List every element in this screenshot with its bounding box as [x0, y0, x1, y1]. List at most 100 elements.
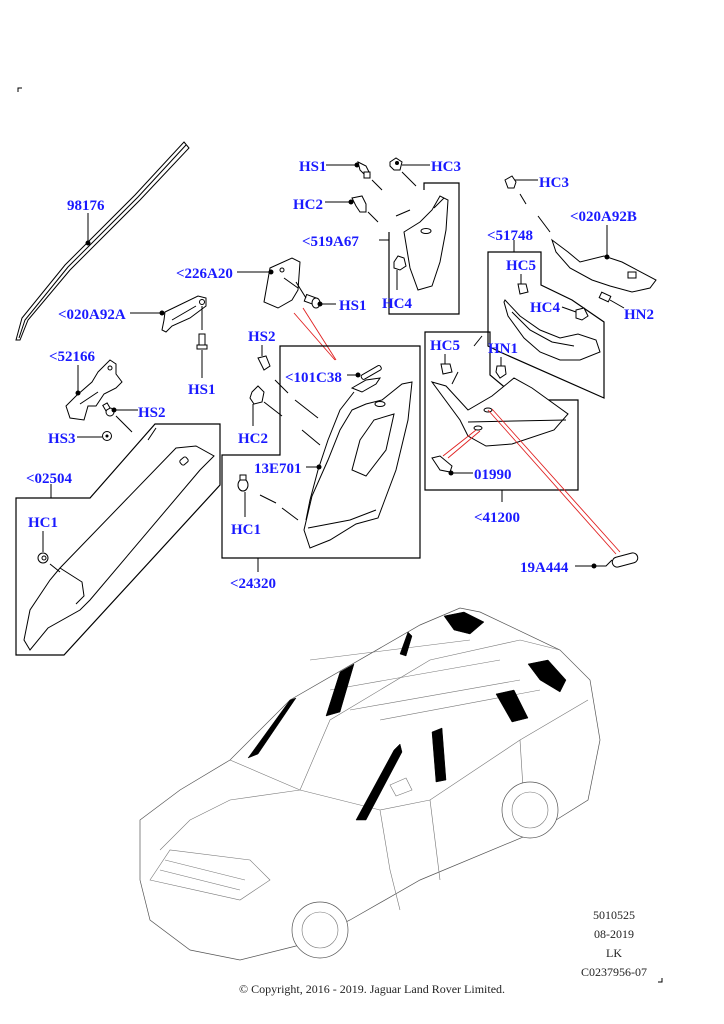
highlight-a-pillar-left	[247, 697, 297, 759]
part-51748-trim	[503, 299, 601, 361]
callout-13E701[interactable]: 13E701	[254, 461, 302, 477]
bolt-hs1-mid	[303, 293, 321, 309]
nut-hn2	[598, 291, 612, 303]
assembly-line	[519, 193, 527, 205]
part-41200-trim-panel	[430, 377, 569, 447]
diagram-id: 5010525	[593, 908, 635, 922]
callout-02504[interactable]: <02504	[26, 471, 73, 487]
assembly-line	[147, 427, 157, 441]
red-guide-line	[487, 409, 617, 555]
clip-hc1-left	[37, 552, 49, 564]
assembly-line	[259, 494, 277, 504]
highlight-d-pillar-right	[527, 659, 567, 693]
callout-hc4-right[interactable]: HC4	[530, 300, 561, 316]
red-guide-line	[302, 307, 337, 361]
part-101C38-harness	[350, 365, 382, 393]
callout-519A67[interactable]: <519A67	[302, 234, 359, 250]
assembly-line	[473, 335, 483, 347]
leader-dot	[268, 269, 274, 275]
part-020A92A-bracket	[161, 295, 207, 333]
callout-101C38[interactable]: <101C38	[285, 370, 342, 386]
highlight-d-pillar-left	[443, 611, 485, 635]
clip-hc5-right	[517, 283, 529, 295]
corner-mark	[658, 978, 663, 983]
harness-13E701	[305, 391, 355, 521]
leader-hn2	[609, 299, 625, 309]
assembly-line	[451, 371, 459, 385]
callout-98176[interactable]: 98176	[67, 198, 105, 214]
callout-24320[interactable]: <24320	[230, 576, 276, 592]
screw-hs2-mid	[257, 355, 271, 371]
part-52166-bracket	[65, 359, 123, 421]
clip-hc2-mid	[249, 385, 265, 405]
assembly-line	[274, 379, 289, 394]
assembly-line	[537, 215, 551, 233]
leader-dot	[317, 301, 323, 307]
corner-mark	[17, 87, 22, 92]
callout-hs2-mid[interactable]: HS2	[248, 329, 276, 345]
assembly-line	[371, 179, 383, 191]
bolt-hs1-top	[357, 161, 371, 179]
callout-hn1[interactable]: HN1	[488, 341, 518, 357]
assembly-line	[395, 209, 411, 217]
callout-hs2-left[interactable]: HS2	[138, 405, 166, 421]
callout-hs1-top[interactable]: HS1	[299, 159, 327, 175]
callout-hs1-mid[interactable]: HS1	[339, 298, 367, 314]
callout-hc3-top[interactable]: HC3	[431, 159, 461, 175]
clip-hc2-top	[351, 195, 367, 213]
diagram-date: 08-2019	[594, 927, 634, 941]
part-020A92B-panel	[551, 238, 657, 293]
assembly-line	[115, 415, 133, 433]
clip-hc3-right	[504, 175, 517, 189]
callout-hs1-left[interactable]: HS1	[188, 382, 216, 398]
clip-hc4-right	[575, 307, 589, 321]
callout-01990[interactable]: 01990	[474, 467, 512, 483]
callout-41200[interactable]: <41200	[474, 510, 520, 526]
red-guide-line	[491, 408, 621, 553]
group-box-24320	[221, 345, 421, 559]
callout-hc3-right[interactable]: HC3	[539, 175, 569, 191]
assembly-line	[294, 399, 319, 419]
leader-dot	[355, 372, 361, 378]
leader-dot	[604, 254, 610, 260]
callout-hn2[interactable]: HN2	[624, 307, 654, 323]
part-19A444-handle	[594, 552, 639, 568]
diagram-code: C0237956-07	[581, 965, 647, 979]
red-guide-line	[293, 312, 336, 361]
highlight-b-pillar-right	[431, 727, 447, 783]
callout-hc2-top[interactable]: HC2	[293, 197, 323, 213]
vehicle-illustration	[139, 607, 601, 961]
callout-226A20[interactable]: <226A20	[176, 266, 233, 282]
assembly-line	[295, 281, 307, 299]
callout-hc4-top[interactable]: HC4	[382, 296, 413, 312]
callout-hs3[interactable]: HS3	[48, 431, 76, 447]
leader-dot	[111, 407, 117, 413]
group-box-02504	[15, 423, 221, 656]
clip-hc5-low	[440, 363, 453, 375]
part-24320-pillar-trim	[303, 381, 413, 549]
callout-hc2-mid[interactable]: HC2	[238, 431, 268, 447]
callout-19A444[interactable]: 19A444	[520, 560, 569, 576]
assembly-line	[367, 211, 379, 223]
leader-dot	[448, 470, 454, 476]
clip-hc3-top	[389, 157, 403, 171]
part-519A67-pillar	[403, 195, 449, 291]
highlight-c-pillar-right	[495, 689, 529, 723]
nut-hs3	[102, 431, 112, 441]
leader-dot	[591, 563, 597, 569]
callout-hc5-low[interactable]: HC5	[430, 338, 460, 354]
clip-hc4-top	[393, 255, 407, 271]
nut-hn1	[495, 365, 507, 379]
callout-020A92A[interactable]: <020A92A	[58, 307, 126, 323]
callout-52166[interactable]: <52166	[49, 349, 96, 365]
callout-51748[interactable]: <51748	[487, 228, 533, 244]
assembly-line	[49, 563, 61, 573]
highlight-a-pillar-right	[355, 743, 403, 821]
callout-020A92B[interactable]: <020A92B	[570, 209, 637, 225]
callout-hc1-mid[interactable]: HC1	[231, 522, 261, 538]
callout-hc5-right[interactable]: HC5	[506, 258, 536, 274]
leader-dot	[159, 310, 165, 316]
highlight-c-pillar-left	[399, 631, 413, 657]
callout-hc1-left[interactable]: HC1	[28, 515, 58, 531]
